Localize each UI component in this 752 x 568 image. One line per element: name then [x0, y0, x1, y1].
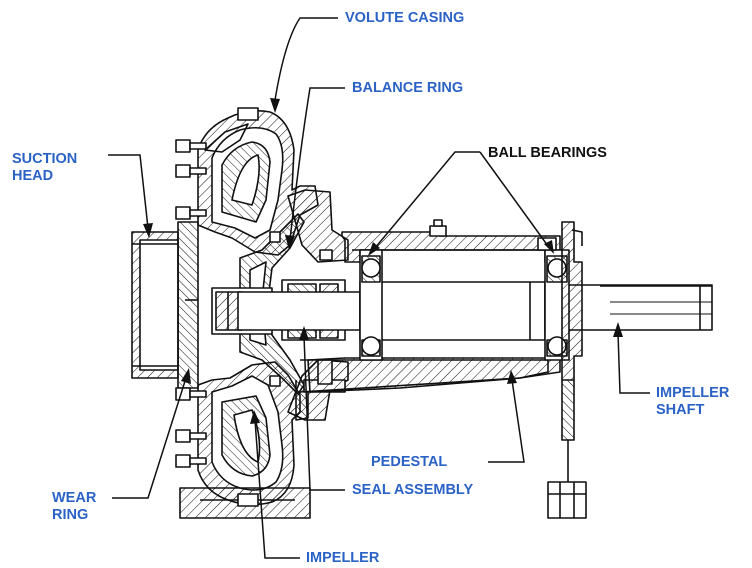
leader-wear-ring [112, 377, 187, 499]
leader-impeller [254, 419, 300, 559]
label-seal-assembly: SEAL ASSEMBLY [352, 482, 474, 498]
coupling-guard [547, 221, 587, 519]
leader-balance-ring [289, 87, 345, 241]
leader-pedestal [488, 379, 525, 463]
pedestal-part [295, 219, 561, 421]
label-ball-bearings: BALL BEARINGS [488, 145, 607, 161]
arrow-ball-bearings-left [368, 242, 380, 256]
label-impeller-shaft: IMPELLER SHAFT [656, 385, 730, 418]
label-balance-ring: BALANCE RING [352, 80, 464, 96]
leader-volute-casing [274, 17, 338, 101]
detail-hardware [269, 231, 333, 387]
label-suction-head: SUCTION HEAD [12, 151, 78, 184]
leader-lines [108, 17, 650, 559]
arrow-ball-bearings-right [544, 240, 554, 254]
volute-casing-lower [179, 361, 311, 519]
label-wear-ring: WEAR RING [52, 490, 97, 523]
arrow-pedestal [507, 370, 517, 384]
leader-seal-assembly [303, 335, 345, 491]
arrow-volute-casing [270, 98, 280, 113]
flange-bolts-left [175, 107, 259, 507]
label-volute-casing: VOLUTE CASING [345, 10, 465, 26]
leader-impeller-shaft [617, 332, 650, 394]
leader-suction-head [108, 154, 149, 229]
arrow-seal-assembly [299, 326, 309, 340]
arrow-balance-ring [285, 235, 295, 250]
arrow-wear-ring [181, 368, 191, 384]
leader-ball-bearings-left [374, 151, 480, 249]
arrow-impeller-shaft [613, 322, 623, 337]
leader-ball-bearings-right [479, 151, 549, 247]
arrow-impeller [250, 410, 260, 424]
label-impeller: IMPELLER [306, 550, 380, 566]
ball-bearing-left [359, 249, 383, 361]
impeller-shaft-part [237, 281, 713, 341]
arrow-suction-head [143, 223, 153, 238]
suction-head-part [131, 221, 199, 389]
label-pedestal: PEDESTAL [371, 454, 448, 470]
volute-casing-upper [197, 110, 319, 256]
leader-arrowheads [143, 98, 623, 424]
